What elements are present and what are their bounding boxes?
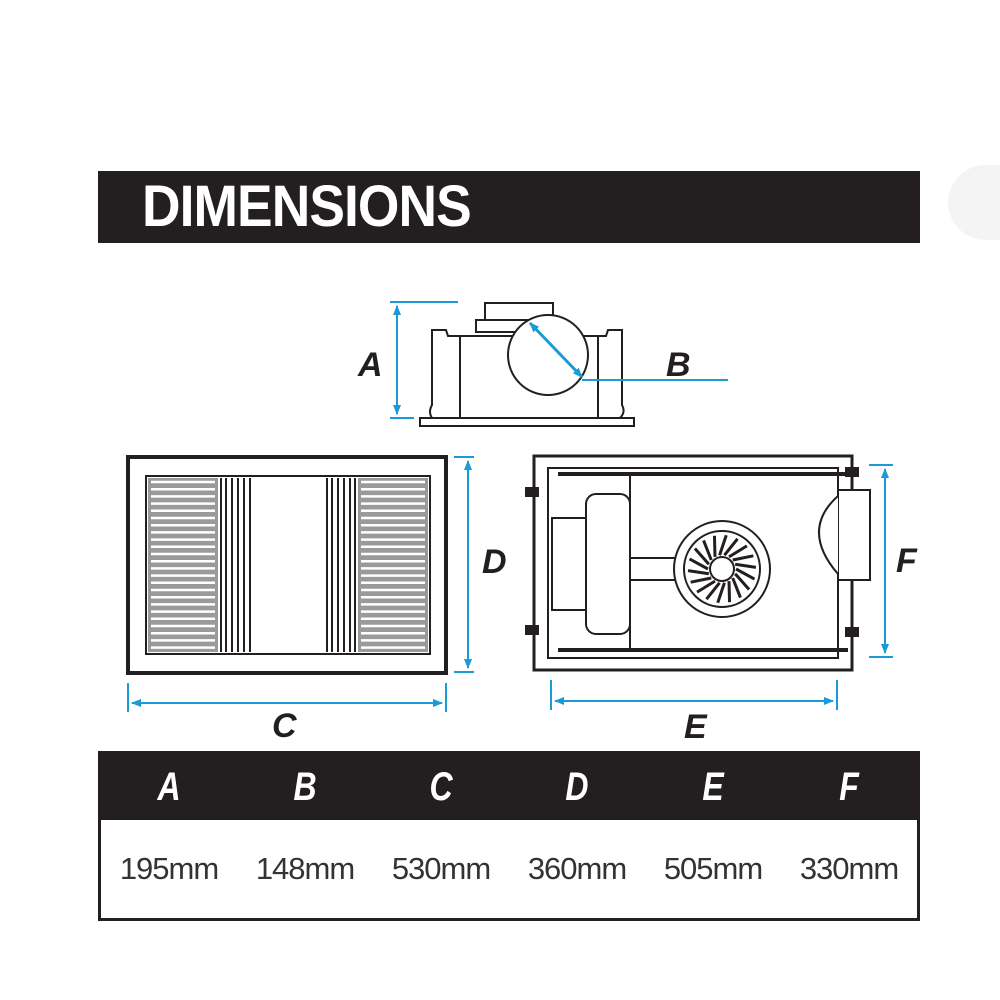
dimensions-table: A B C D E F 195mm 148mm 530mm 360mm 505m… bbox=[98, 751, 920, 921]
front-grille-view bbox=[126, 455, 448, 675]
header-f: F bbox=[839, 765, 859, 809]
header-c: C bbox=[429, 765, 453, 809]
side-view bbox=[419, 302, 635, 427]
value-d: 360mm bbox=[527, 851, 627, 886]
value-e: 505mm bbox=[663, 851, 763, 886]
page-title: DIMENSIONS bbox=[142, 174, 472, 239]
label-c: C bbox=[272, 707, 297, 745]
header-a: A bbox=[157, 765, 181, 809]
table-row: 195mm 148mm 530mm 360mm 505mm 330mm bbox=[101, 820, 917, 918]
table-header-row: A B C D E F bbox=[101, 754, 917, 820]
right-louvres bbox=[358, 478, 428, 652]
dimension-lines-front bbox=[127, 456, 474, 712]
label-b: B bbox=[666, 346, 691, 384]
title-bar: DIMENSIONS bbox=[98, 171, 920, 243]
decorative-shape bbox=[948, 165, 1000, 240]
value-b: 148mm bbox=[255, 851, 355, 886]
dimension-lines-top bbox=[550, 464, 893, 710]
header-b: B bbox=[293, 765, 317, 809]
value-f: 330mm bbox=[799, 851, 899, 886]
label-e: E bbox=[684, 708, 708, 746]
dimension-lines-side bbox=[390, 301, 728, 419]
label-d: D bbox=[482, 543, 507, 581]
value-c: 530mm bbox=[391, 851, 491, 886]
left-louvres bbox=[148, 478, 218, 652]
label-a: A bbox=[357, 346, 383, 384]
value-a: 195mm bbox=[119, 851, 219, 886]
top-internal-view bbox=[525, 454, 871, 672]
label-f: F bbox=[896, 542, 918, 580]
header-e: E bbox=[702, 765, 724, 809]
header-d: D bbox=[565, 765, 589, 809]
